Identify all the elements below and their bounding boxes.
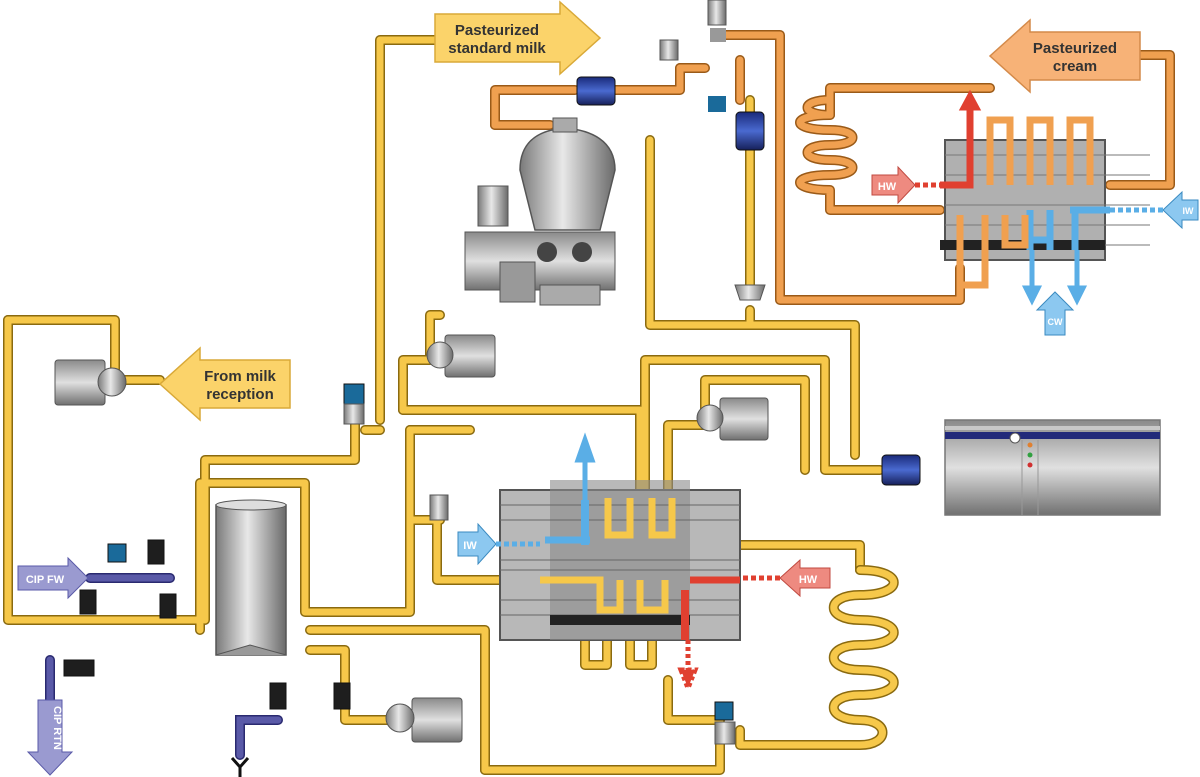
main-plate-heat-exchanger xyxy=(499,480,741,641)
cw-cream-label: CW xyxy=(1048,317,1063,327)
arrow-iw-cream: IW xyxy=(1110,190,1199,230)
pasteurized-cream-label-1: Pasteurized xyxy=(1033,40,1117,57)
flow-meter xyxy=(734,284,766,301)
valve-phe-inlet xyxy=(429,494,449,521)
holding-tube-coil xyxy=(735,565,899,750)
valves xyxy=(63,0,766,745)
arrow-pasteurized-cream: Pasteurized cream xyxy=(988,18,1141,94)
valve-actuator-cream xyxy=(659,39,679,61)
cream-heat-exchanger xyxy=(940,110,1150,289)
drain-icon xyxy=(230,757,250,777)
pasteurized-milk-label-1: Pasteurized xyxy=(455,22,539,39)
valve-cip-3 xyxy=(79,589,97,615)
valve-cip-1 xyxy=(107,543,127,563)
pasteurized-cream-label-2: cream xyxy=(1053,58,1097,75)
filter-panel xyxy=(881,454,921,486)
arrow-hw-up-cream xyxy=(958,89,982,140)
hw-main-label: HW xyxy=(799,574,818,586)
hw-cream-label: HW xyxy=(878,181,897,193)
pump-separator-feed xyxy=(426,334,496,378)
arrow-cw-down-set xyxy=(1021,250,1088,306)
filter-cream xyxy=(576,76,616,106)
arrow-hw-cream: HW xyxy=(871,165,945,205)
arrow-cip-rtn: CIP RTN xyxy=(26,699,74,776)
arrow-from-milk-reception: From milk reception xyxy=(158,346,291,422)
from-milk-label-1: From milk xyxy=(204,368,276,385)
valve-actuator-top xyxy=(707,0,727,42)
cream-pipes xyxy=(490,30,1175,305)
cip-pipes xyxy=(45,573,283,760)
control-panel xyxy=(944,419,1161,516)
valve-blue-cream xyxy=(708,96,726,112)
arrow-cip-fw: CIP FW xyxy=(17,556,89,600)
valve-cip-2 xyxy=(147,539,165,565)
milk-pipes xyxy=(3,35,975,775)
separator xyxy=(464,117,616,306)
arrow-hw-main: HW xyxy=(742,558,831,598)
arrow-hw-down xyxy=(677,640,699,695)
pasteurized-milk-label-2: standard milk xyxy=(448,40,546,57)
cip-rtn-label: CIP RTN xyxy=(51,706,63,750)
iw-cream-label: IW xyxy=(1183,206,1195,216)
filter-vertical xyxy=(735,111,765,151)
balance-tank xyxy=(215,499,287,656)
pump-reception xyxy=(54,359,127,406)
arrow-iw-main: IW xyxy=(457,522,540,566)
iw-main-label: IW xyxy=(463,540,477,552)
valve-drain-2 xyxy=(333,682,351,710)
arrow-pasteurized-milk: Pasteurized standard milk xyxy=(434,0,602,76)
valve-divert xyxy=(714,701,736,745)
valve-blue-left xyxy=(343,383,365,425)
valve-drain-1 xyxy=(269,682,287,710)
valve-cip-4 xyxy=(159,593,177,619)
arrow-iw-up xyxy=(574,432,596,500)
arrow-cw-cream: CW xyxy=(1035,291,1075,336)
pump-product xyxy=(385,697,463,743)
valve-cip-rtn xyxy=(63,659,95,677)
cip-fw-label: CIP FW xyxy=(26,574,65,586)
pump-booster xyxy=(696,397,769,441)
from-milk-label-2: reception xyxy=(206,386,274,403)
